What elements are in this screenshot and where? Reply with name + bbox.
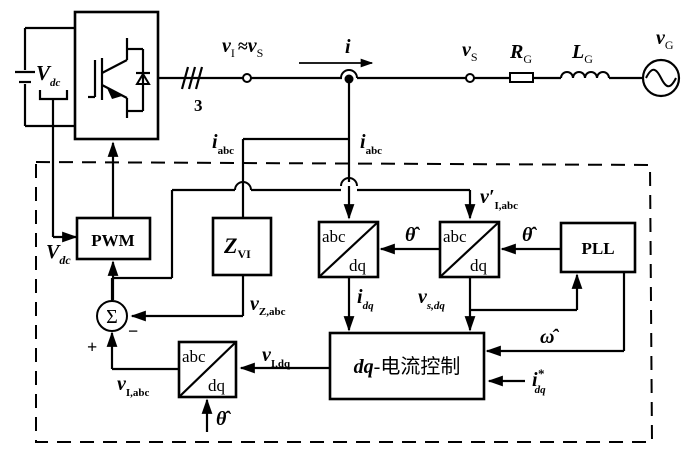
pll-block: PLL xyxy=(485,221,637,357)
v-prime-abc-label: v′I,abc xyxy=(480,186,518,212)
transform-top-label: abc xyxy=(322,227,346,246)
transform-top-label: abc xyxy=(443,227,467,246)
grid-voltage-label: vG xyxy=(656,27,674,52)
inverter-bridge xyxy=(73,10,160,141)
transform-bottom-label: dq xyxy=(470,256,488,275)
transform-bottom-label: dq xyxy=(349,256,367,275)
i-dq-ref-star: * xyxy=(538,366,545,381)
current-control-label: dq-电流控制 xyxy=(354,355,461,378)
virtual-impedance-block: ZVI xyxy=(130,216,273,322)
v-i-dq-label: vI,dq xyxy=(262,344,291,370)
current-transform-block: abc dq xyxy=(317,220,380,332)
phase-count-label: 3 xyxy=(194,96,203,115)
minus-sign: − xyxy=(128,321,138,341)
i-abc-right-label: iabc xyxy=(360,131,382,157)
vdc-label: Vdc xyxy=(36,61,61,89)
summing-junction: Σ xyxy=(96,278,128,332)
transform-bottom-label: dq xyxy=(208,376,226,395)
pll-label: PLL xyxy=(581,239,614,258)
i-dq-label: idq xyxy=(357,286,374,312)
current-measurement-wires xyxy=(112,79,476,280)
grid-inductance-label: LG xyxy=(571,41,593,66)
control-boundary xyxy=(35,160,654,443)
pwm-block: PWM xyxy=(75,141,152,300)
v-z-abc-label: vZ,abc xyxy=(250,293,286,318)
theta-hat-label-2: θ̂ xyxy=(522,224,537,246)
i-dq-ref-label: idq xyxy=(532,369,546,396)
plus-sign: + xyxy=(87,337,97,357)
omega-hat-label: ω̂ xyxy=(540,326,559,348)
inverse-transform-block: abc dq xyxy=(106,331,238,432)
current-label: i xyxy=(345,36,351,58)
dc-source xyxy=(15,26,78,243)
theta-hat-label-1: θ̂ xyxy=(405,224,420,246)
current-control-block: dq-电流控制 xyxy=(239,331,525,401)
pcc-voltage-label: vS xyxy=(462,39,478,64)
v-i-abc-label: vI,abc xyxy=(117,373,150,399)
theta-hat-label-3: θ̂ xyxy=(216,408,231,430)
grid-resistance-label: RG xyxy=(509,41,532,66)
pwm-label: PWM xyxy=(91,231,134,250)
v-s-dq-label: vs,dq xyxy=(418,286,445,312)
voltage-transform-block: abc dq xyxy=(379,220,583,332)
zvi-label: ZVI xyxy=(223,233,251,261)
sigma-symbol: Σ xyxy=(106,306,118,328)
inverter-voltage-label: vI≈vS xyxy=(222,35,263,60)
vdc-input-label: Vdc xyxy=(46,241,71,267)
power-line xyxy=(158,58,681,98)
transform-top-label: abc xyxy=(182,347,206,366)
i-abc-left-label: iabc xyxy=(212,131,234,157)
